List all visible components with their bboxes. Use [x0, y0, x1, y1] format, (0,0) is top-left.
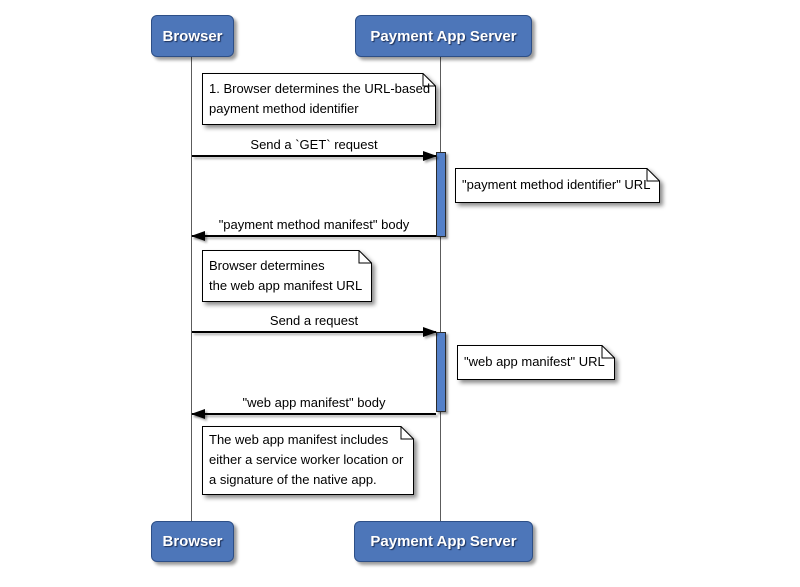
note-browser-determines-web-app-manifest: Browser determines the web app manifest … [202, 250, 372, 302]
participant-payment-app-server-label: Payment App Server [370, 533, 517, 550]
arrowhead-right-icon [423, 327, 437, 337]
note-web-app-manifest-url: "web app manifest" URL [457, 345, 615, 380]
lifeline-browser [191, 57, 192, 521]
participant-browser-label: Browser [162, 27, 223, 45]
message-send-a-request: Send a request [192, 310, 437, 337]
message-label: Send a request [269, 313, 359, 328]
note-shape [202, 250, 372, 302]
note-text: "web app manifest" URL [464, 354, 605, 369]
arrowhead-right-icon [423, 151, 437, 161]
note-web-app-manifest-contents: The web app manifest includes either a s… [202, 426, 414, 495]
message-label: Send a `GET` request [250, 137, 378, 152]
message-label: "web app manifest" body [242, 395, 386, 410]
note-text: "payment method identifier" URL [462, 177, 651, 192]
note-text: The web app manifest includes either a s… [209, 432, 404, 487]
participant-payment-app-server-bottom: Payment App Server [354, 521, 533, 562]
participant-browser-top: Browser [151, 15, 234, 57]
activation-bar-2 [436, 332, 446, 412]
note-shape [202, 73, 436, 125]
participant-browser-bottom: Browser [151, 521, 234, 562]
note-text: Browser determines the web app manifest … [209, 258, 363, 293]
participant-payment-app-server-label: Payment App Server [370, 27, 517, 45]
participant-browser-label: Browser [162, 533, 223, 550]
note-payment-method-identifier: 1. Browser determines the URL-based paym… [202, 73, 436, 125]
arrowhead-left-icon [191, 409, 205, 419]
lifeline-payment-app-server [440, 57, 441, 521]
message-line [192, 413, 436, 415]
message-payment-method-manifest-body: "payment method manifest" body [191, 214, 436, 241]
arrowhead-left-icon [191, 231, 205, 241]
participant-payment-app-server-top: Payment App Server [355, 15, 532, 57]
note-text: 1. Browser determines the URL-based paym… [209, 81, 431, 116]
note-shape [457, 345, 615, 380]
message-line [192, 235, 436, 237]
message-label: "payment method manifest" body [218, 217, 410, 232]
note-payment-method-identifier-url: "payment method identifier" URL [455, 168, 660, 203]
message-web-app-manifest-body: "web app manifest" body [191, 392, 436, 419]
note-shape [455, 168, 660, 203]
message-line [192, 331, 436, 333]
message-line [192, 155, 436, 157]
note-shape [202, 426, 414, 495]
message-send-get-request: Send a `GET` request [192, 134, 437, 161]
activation-bar-1 [436, 152, 446, 237]
